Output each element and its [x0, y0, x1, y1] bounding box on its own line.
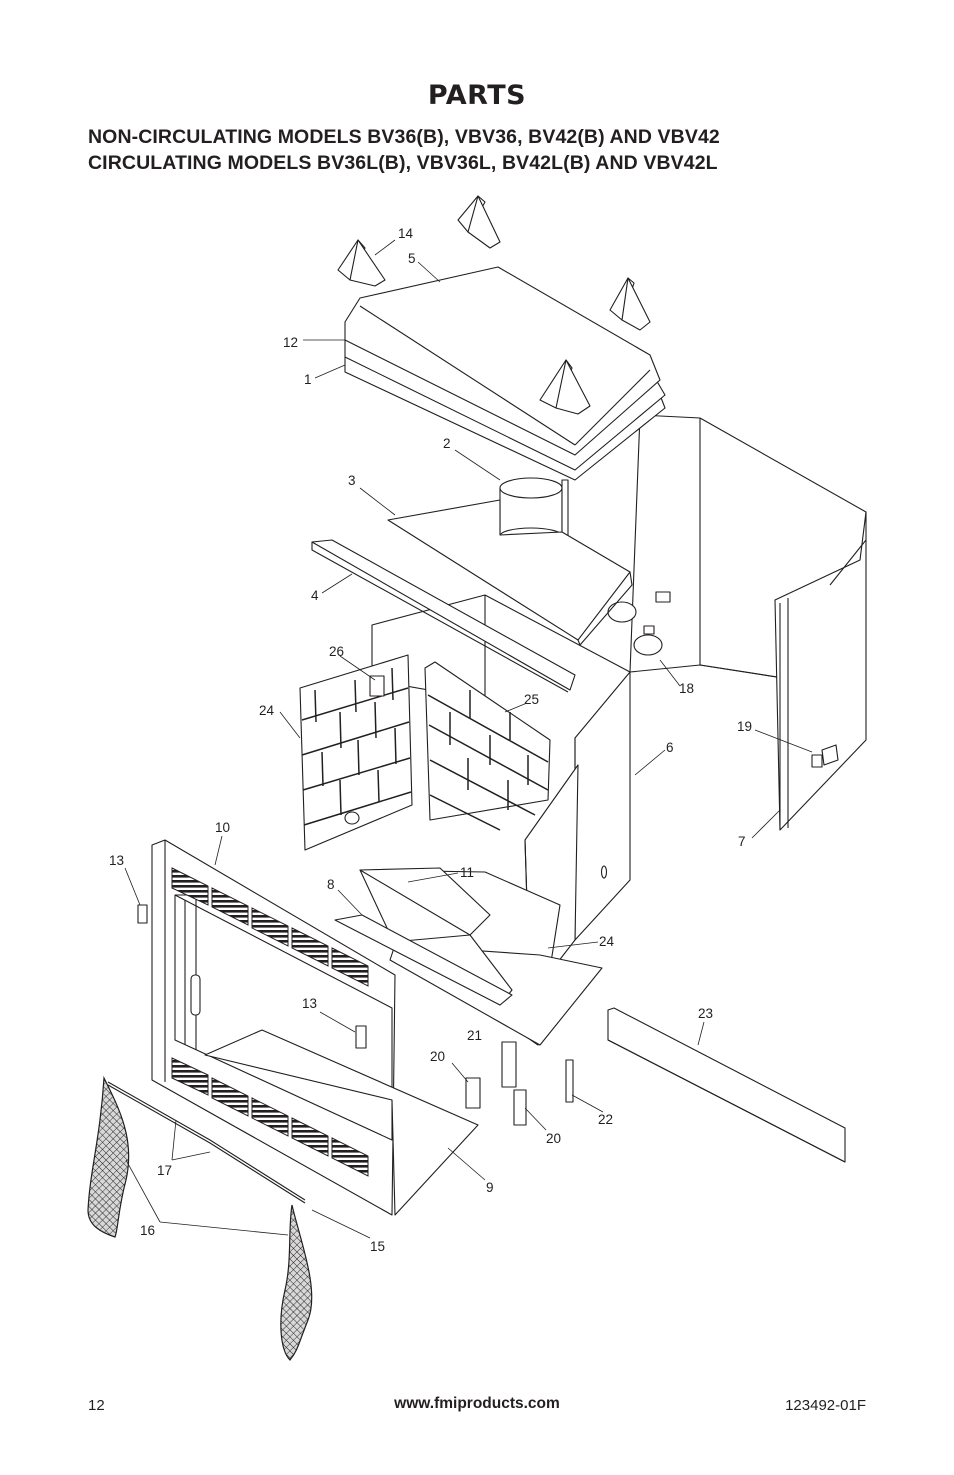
callout-18: 18 — [679, 681, 694, 696]
callout-17: 17 — [157, 1163, 172, 1178]
callout-26: 26 — [329, 644, 344, 659]
subtitle-circulating-models: CIRCULATING MODELS BV36L(B), VBV36L, BV4… — [88, 152, 718, 174]
callout-20-left: 20 — [430, 1049, 445, 1064]
callout-11: 11 — [460, 865, 474, 880]
top-panel-assembly — [337, 195, 666, 481]
callout-12: 12 — [283, 335, 298, 350]
callout-labels: 14 5 12 1 2 3 4 26 24 25 18 6 19 7 10 13… — [109, 226, 752, 1254]
document-number: 123492-01F — [785, 1397, 866, 1414]
callout-16: 16 — [140, 1223, 155, 1238]
callout-23: 23 — [698, 1006, 713, 1021]
callout-10: 10 — [215, 820, 230, 835]
front-deflector — [311, 539, 576, 693]
callout-6: 6 — [666, 740, 674, 755]
firebox-floor — [334, 867, 603, 1046]
callout-9: 9 — [486, 1180, 494, 1195]
callout-7: 7 — [738, 834, 746, 849]
callout-3: 3 — [348, 473, 356, 488]
callout-14: 14 — [398, 226, 414, 241]
callout-25: 25 — [524, 692, 539, 707]
callout-19: 19 — [737, 719, 752, 734]
callout-20-right: 20 — [546, 1131, 561, 1146]
callout-24-right: 24 — [599, 934, 615, 949]
callout-leaders — [124, 239, 813, 1239]
mounting-brackets — [465, 1041, 574, 1126]
front-frame — [137, 839, 479, 1216]
brick-liner-rear — [424, 661, 551, 831]
brick-liner-left — [299, 654, 413, 851]
callout-5: 5 — [408, 251, 416, 266]
top-baffle — [387, 499, 633, 646]
callout-2: 2 — [443, 436, 451, 451]
callout-13-left: 13 — [109, 853, 124, 868]
callout-8: 8 — [327, 877, 335, 892]
callout-15: 15 — [370, 1239, 385, 1254]
callout-1: 1 — [304, 372, 312, 387]
callout-21: 21 — [467, 1028, 482, 1043]
callout-13-center: 13 — [302, 996, 317, 1011]
bottom-trim — [607, 1007, 846, 1163]
page-number: 12 — [88, 1397, 105, 1414]
mesh-screens — [87, 1075, 313, 1361]
callout-24-left: 24 — [259, 703, 275, 718]
page-title: PARTS — [427, 80, 527, 111]
website-link[interactable]: www.fmiproducts.com — [394, 1395, 560, 1412]
callout-22: 22 — [598, 1112, 613, 1127]
flue-collar — [499, 477, 569, 545]
subtitle-non-circulating-models: NON-CIRCULATING MODELS BV36(B), VBV36, B… — [88, 126, 720, 148]
callout-4: 4 — [311, 588, 319, 603]
